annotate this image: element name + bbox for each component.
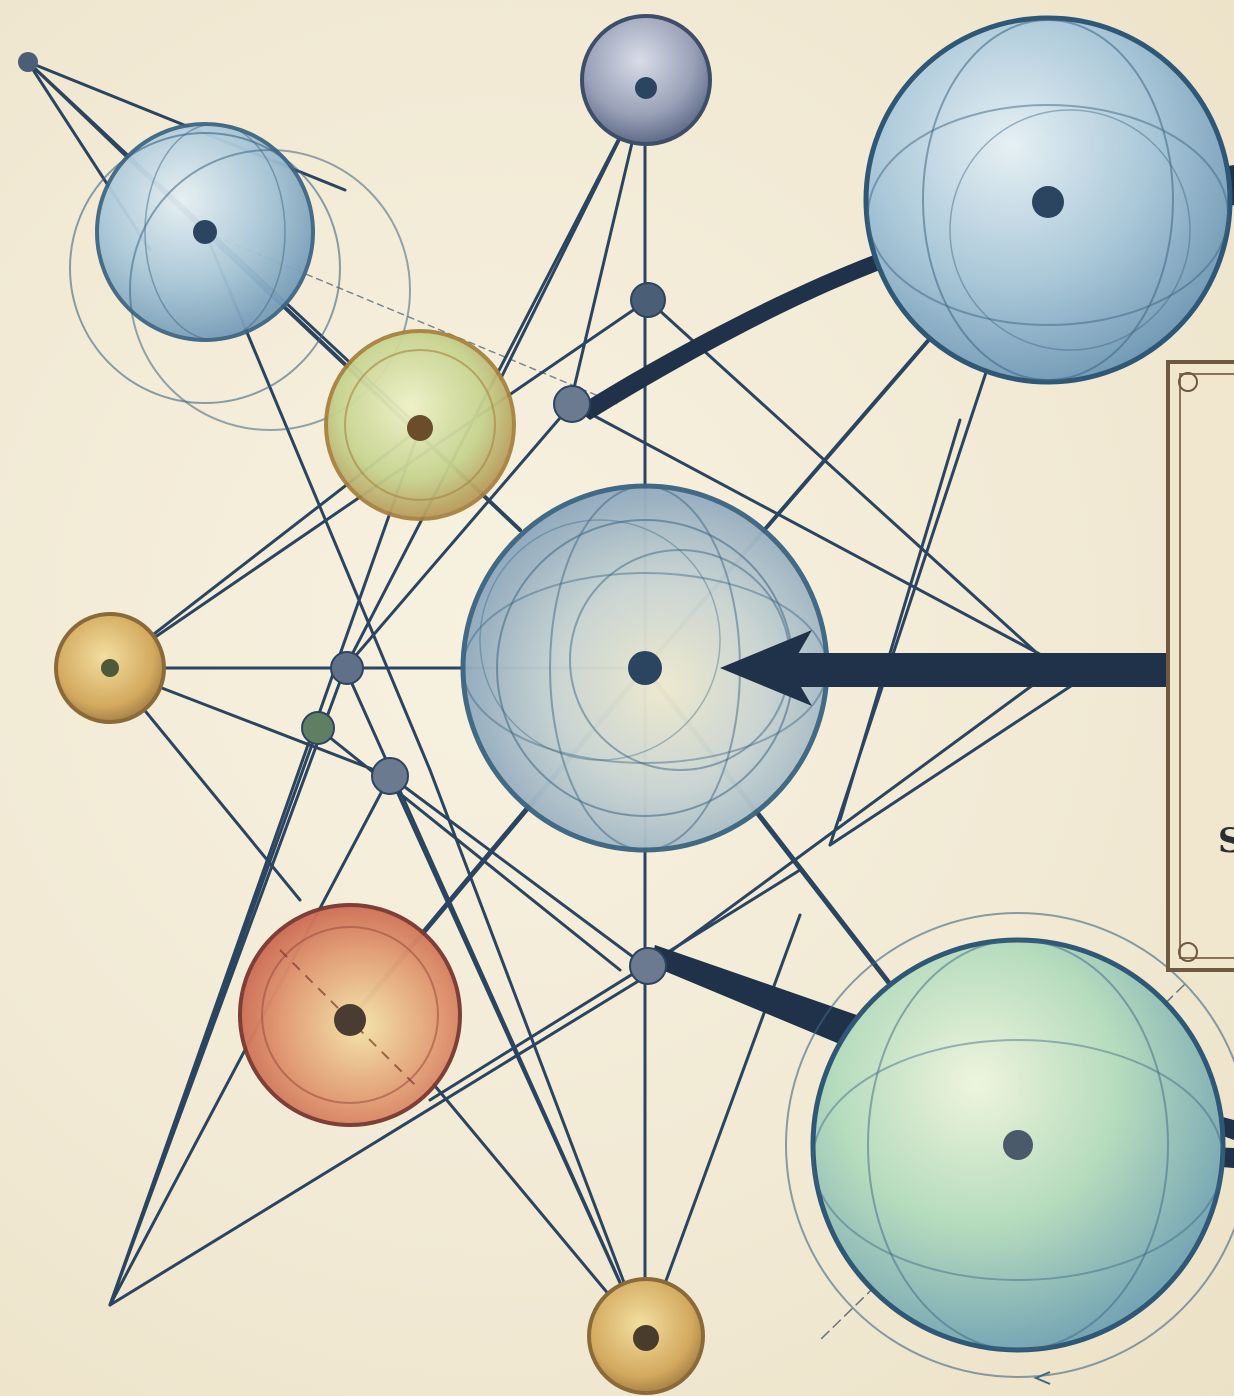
- arrow-shaft: [790, 653, 1170, 687]
- node-dot: [628, 651, 662, 685]
- node-dot: [630, 948, 666, 984]
- node-dot: [193, 220, 217, 244]
- edge: [110, 428, 420, 1305]
- edge: [830, 680, 1080, 845]
- node-dot: [334, 1004, 366, 1036]
- hub-arrow: [720, 630, 1170, 706]
- node-dot: [101, 659, 119, 677]
- node-dot: [331, 652, 363, 684]
- node-dot: [302, 712, 334, 744]
- sphere-olive-mid-left: [326, 331, 514, 519]
- node-dot: [633, 1325, 659, 1351]
- panel-text: S: [1218, 821, 1234, 861]
- node-dot: [554, 386, 590, 422]
- node-dot: [1032, 186, 1064, 218]
- sphere-bottom-gold-small: [589, 1279, 703, 1393]
- orbit-arrow-icon: [1036, 1372, 1050, 1384]
- node-dot: [407, 415, 433, 441]
- node-dot: [631, 283, 665, 317]
- node-dot: [372, 758, 408, 794]
- sphere-green-lower-right: [786, 913, 1234, 1384]
- sphere-left-gold-small: [56, 614, 164, 722]
- sphere-red-lower-left: [240, 905, 460, 1125]
- node-dot: [18, 52, 38, 72]
- callout-panel: S: [1168, 362, 1234, 970]
- edge: [840, 420, 960, 820]
- sphere-top-small-slate: [582, 16, 710, 144]
- node-dot: [1003, 1130, 1033, 1160]
- edge: [430, 770, 645, 1338]
- sphere-upper-right-blue: [866, 18, 1230, 382]
- node-dot: [635, 77, 657, 99]
